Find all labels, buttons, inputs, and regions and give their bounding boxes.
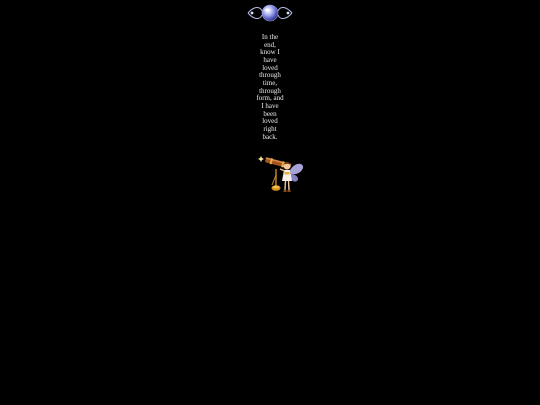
fairy-telescope-illustration [256, 153, 306, 198]
poem-line: I have [261, 101, 279, 110]
ornament-divider [184, 2, 356, 24]
poem-line: know I [260, 48, 280, 57]
poem-line: loved [262, 117, 278, 126]
poem-line: form, and [256, 94, 284, 103]
poem-line: through [259, 71, 281, 80]
poem-line: In the [261, 33, 279, 41]
poem-line: end, [264, 40, 276, 49]
poem-line: been [263, 109, 277, 118]
ornament-orb-icon [184, 4, 356, 22]
poem-text: In the end, know I have loved through ti… [240, 33, 300, 141]
poem-line: right [263, 124, 277, 133]
poem-line: loved [262, 63, 278, 72]
poem-line: through [259, 86, 281, 95]
poem-line: have [263, 55, 277, 64]
poem-line: time, [262, 78, 278, 87]
poem-line: back. [262, 132, 278, 141]
fairy-telescope-icon [258, 156, 304, 192]
